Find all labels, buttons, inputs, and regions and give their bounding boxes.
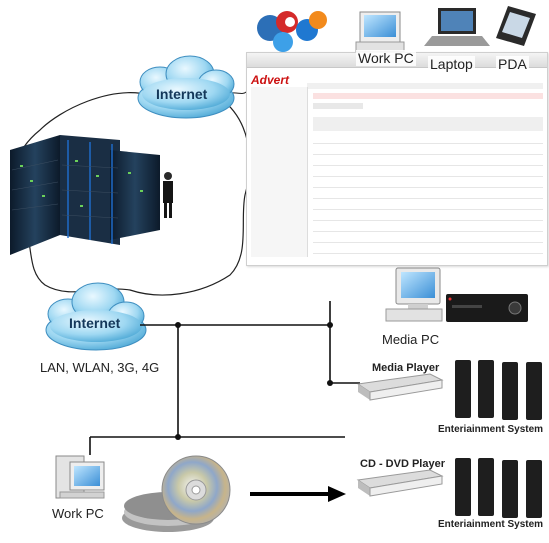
screenshot-brand: Advert — [251, 73, 290, 87]
laptop-icon — [424, 8, 490, 46]
screenshot-button — [313, 103, 363, 109]
server-racks-image — [10, 135, 173, 255]
entertainment-system-label-2: Enteriainment System — [438, 519, 544, 530]
browser-logos-icon — [257, 11, 327, 52]
internet-top-label: Internet — [156, 86, 208, 102]
media-pc-label: Media PC — [382, 332, 440, 347]
junction-dot — [175, 434, 181, 440]
work-pc-top-icon — [355, 11, 405, 53]
work-pc-top-label: Work PC — [356, 50, 416, 66]
internet-bottom-label: Internet — [69, 315, 121, 331]
speakers-set-1 — [455, 360, 542, 420]
work-pc-bottom-label: Work PC — [52, 506, 104, 521]
junction-dot — [175, 322, 181, 328]
internet-cloud-bottom — [45, 282, 147, 351]
pda-icon — [496, 6, 536, 46]
pda-label: PDA — [496, 56, 529, 72]
internet-cloud-top — [137, 55, 235, 119]
speakers-set-2 — [455, 458, 542, 518]
laptop-label: Laptop — [428, 56, 475, 72]
cd-dvd-discs-image — [122, 455, 231, 532]
screenshot-sidebar — [251, 87, 308, 257]
network-boundary — [12, 89, 251, 296]
screenshot-menu — [307, 83, 543, 89]
media-player-icon — [356, 373, 444, 401]
web-application-screenshot: Advert — [246, 52, 548, 266]
junction-dot — [327, 322, 333, 328]
cd-dvd-player-icon — [356, 469, 444, 497]
screenshot-alert — [313, 93, 543, 99]
entertainment-system-label-1: Enteriainment System — [438, 424, 544, 435]
work-pc-bottom-icon — [55, 455, 105, 499]
screenshot-table-header — [313, 117, 543, 131]
junction-dot — [327, 380, 333, 386]
cd-dvd-player-label: CD - DVD Player — [360, 458, 445, 470]
network-types-label: LAN, WLAN, 3G, 4G — [40, 360, 160, 375]
arrow-to-cd-dvd-player — [250, 486, 346, 502]
media-player-label: Media Player — [372, 362, 440, 374]
media-pc-icon — [385, 267, 528, 322]
